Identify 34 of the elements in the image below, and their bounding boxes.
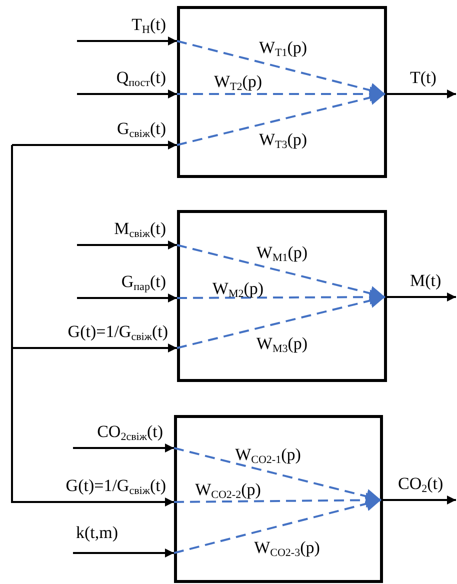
arrow bbox=[77, 240, 177, 250]
arrow bbox=[73, 444, 174, 452]
edge-label: M$_{свіж}$(t) bbox=[114, 219, 166, 239]
block-box bbox=[177, 6, 387, 178]
edge-label: CO$_{2свіж}$(t) bbox=[97, 422, 163, 442]
transfer-function-label: W$_{Т3}$(p) bbox=[258, 130, 308, 150]
transfer-function-label: W$_{CO2-3}$(p) bbox=[254, 538, 320, 558]
edge-label: G$_{свіж}$(t) bbox=[116, 119, 166, 139]
arrow bbox=[77, 90, 177, 98]
arrow bbox=[73, 548, 174, 558]
arrow bbox=[387, 292, 456, 302]
arrow bbox=[77, 36, 177, 46]
arrow bbox=[383, 496, 456, 504]
transfer-function-label: W$_{CO2-2}$(p) bbox=[195, 480, 261, 500]
transfer-function-label: W$_{Т2}$(p) bbox=[214, 72, 262, 92]
arrow bbox=[12, 140, 177, 150]
transfer-function-label: W$_{Т1}$(p) bbox=[258, 38, 308, 58]
edge-label: Q$_{пост}$(t) bbox=[116, 68, 166, 88]
transfer-function-label: W$_{М2}$(p) bbox=[212, 279, 264, 299]
arrow bbox=[77, 294, 177, 302]
edge-label: G(t)=1/G$_{свіж}$(t) bbox=[66, 476, 166, 496]
block-box bbox=[177, 210, 387, 382]
edge-label: T$_{Н}$(t) bbox=[132, 15, 166, 35]
edge-label: G(t)=1/G$_{свіж}$(t) bbox=[68, 322, 168, 342]
edge-label: M(t) bbox=[410, 271, 442, 291]
edge-label: CO$_{2}$(t) bbox=[398, 474, 444, 494]
edge-label: G$_{пар}$(t) bbox=[121, 272, 166, 292]
transfer-function-label: W$_{М3}$(p) bbox=[256, 334, 308, 354]
block-box bbox=[174, 415, 383, 583]
transfer-function-label: W$_{CO2-1}$(p) bbox=[235, 445, 301, 465]
edge-label: k(t,m) bbox=[76, 523, 118, 543]
transfer-function-label: W$_{М1}$(p) bbox=[256, 243, 308, 263]
edge-label: T(t) bbox=[410, 68, 436, 88]
arrow bbox=[387, 90, 456, 98]
